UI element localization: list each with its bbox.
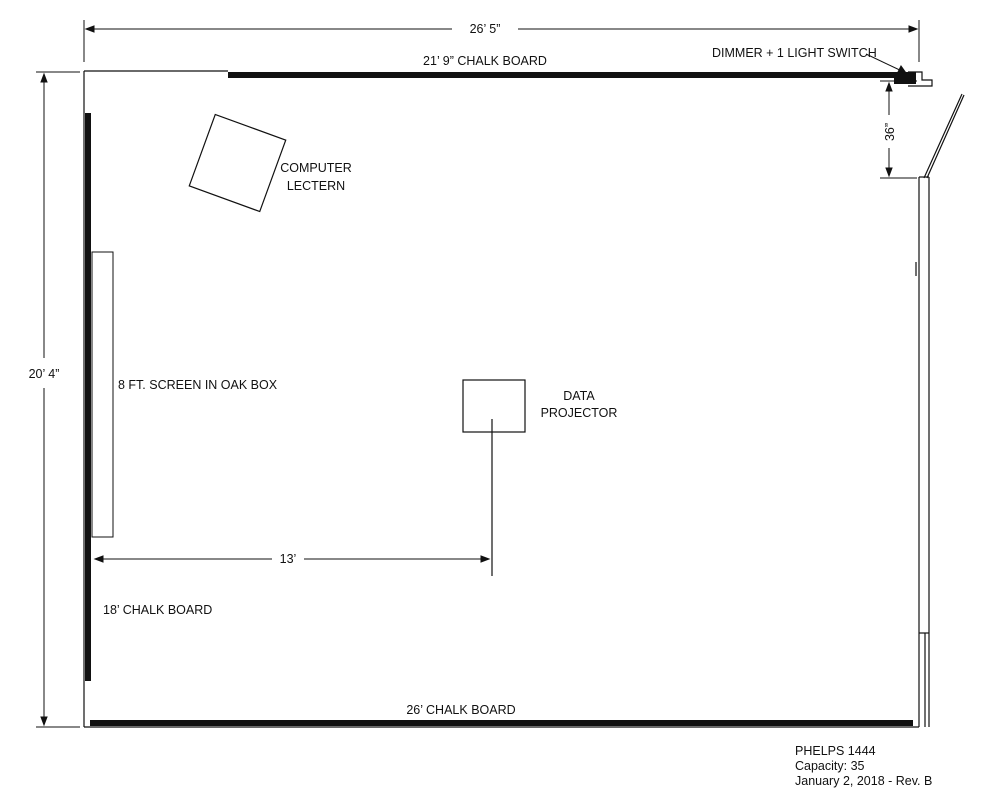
light-switch-box [894, 72, 916, 84]
dimmer-switch-leader [865, 53, 908, 74]
left-chalkboard [85, 113, 91, 681]
data-projector-label-line2: PROJECTOR [541, 406, 618, 420]
data-projector-label-line1: DATA [563, 389, 595, 403]
top-chalkboard-label: 21’ 9” CHALK BOARD [423, 54, 547, 68]
room-depth-label: 20’ 4” [29, 367, 60, 381]
bottom-chalkboard-label: 26’ CHALK BOARD [406, 703, 515, 717]
data-projector [462, 379, 526, 433]
left-chalkboard-label: 18’ CHALK BOARD [103, 603, 212, 617]
switch-offset-label: 36” [883, 123, 897, 141]
computer-lectern-label-line2: LECTERN [287, 179, 345, 193]
room-name: PHELPS 1444 [795, 744, 876, 758]
room-walls [83, 70, 930, 728]
projection-screen [91, 251, 114, 538]
bottom-chalkboard [90, 720, 913, 726]
room-width-label: 26’ 5” [470, 22, 501, 36]
dimmer-switch-label: DIMMER + 1 LIGHT SWITCH [712, 46, 877, 60]
room-depth-dimension [36, 71, 80, 728]
projector-distance-label: 13’ [280, 552, 297, 566]
top-chalkboard [228, 72, 914, 78]
screen-label: 8 FT. SCREEN IN OAK BOX [118, 378, 278, 392]
room-width-dimension [83, 20, 920, 62]
room-info-block: PHELPS 1444 Capacity: 35 January 2, 2018… [795, 744, 932, 789]
computer-lectern-label-line1: COMPUTER [280, 161, 352, 175]
computer-lectern [188, 113, 287, 213]
door [908, 71, 965, 179]
projector-distance-dimension [93, 555, 491, 563]
room-capacity: Capacity: 35 [795, 759, 865, 773]
revision-date: January 2, 2018 - Rev. B [795, 774, 933, 788]
switch-offset-dimension [880, 80, 917, 179]
